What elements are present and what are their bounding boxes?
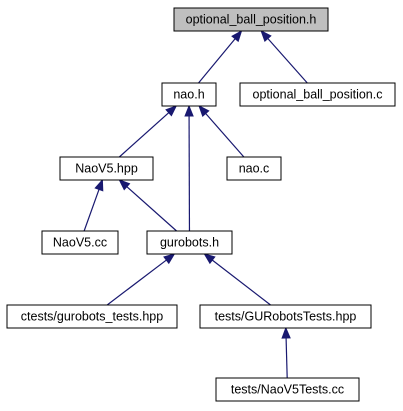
node-naov5-cc[interactable]: NaoV5.cc [41, 230, 119, 255]
node-label: tests/GURobotsTests.hpp [215, 310, 357, 324]
node-box [239, 82, 396, 107]
include-edge [118, 105, 178, 158]
arrowhead-icon [165, 105, 178, 117]
edge-line [106, 259, 167, 306]
edge-line [126, 186, 178, 232]
node-box [226, 156, 282, 181]
node-label: ctests/gurobots_tests.hpp [21, 310, 163, 324]
arrowhead-icon [231, 29, 243, 43]
node-box [59, 156, 154, 181]
arrowhead-icon [203, 253, 216, 265]
edge-line [211, 259, 271, 306]
node-box [161, 82, 217, 107]
include-edge [106, 253, 176, 306]
arrowhead-icon [163, 253, 176, 265]
node-naov5-hpp[interactable]: NaoV5.hpp [59, 156, 154, 181]
edges-layer [83, 29, 308, 379]
node-label: gurobots.h [160, 236, 219, 250]
include-edge [198, 104, 245, 158]
node-label: nao.c [239, 162, 270, 176]
node-box [199, 304, 372, 329]
node-box [146, 230, 233, 255]
node-tests-gurobotstests-hpp[interactable]: tests/GURobotsTests.hpp [199, 304, 372, 329]
include-edge [281, 326, 291, 379]
nodes-layer: optional_ball_position.h nao.h optional_… [6, 7, 396, 402]
edge-line [118, 112, 170, 158]
arrowhead-icon [184, 104, 194, 117]
node-box [173, 7, 329, 32]
edge-line [83, 189, 100, 232]
node-box [215, 377, 360, 402]
node-label: NaoV5.cc [53, 236, 107, 250]
edge-line [267, 38, 308, 84]
edge-line [198, 38, 236, 84]
include-edge [198, 29, 243, 84]
node-tests-naov5tests-cc[interactable]: tests/NaoV5Tests.cc [215, 377, 360, 402]
node-gurobots-h[interactable]: gurobots.h [146, 230, 233, 255]
node-label: tests/NaoV5Tests.cc [231, 383, 344, 397]
edge-line [205, 113, 245, 158]
node-ctests-gurobots-tests-hpp[interactable]: ctests/gurobots_tests.hpp [6, 304, 178, 329]
node-label: optional_ball_position.c [253, 88, 383, 102]
node-nao-c[interactable]: nao.c [226, 156, 282, 181]
node-box [6, 304, 178, 329]
node-label: NaoV5.hpp [75, 162, 138, 176]
include-edge [260, 29, 308, 84]
include-edge [203, 253, 271, 306]
include-edge [83, 178, 104, 232]
node-nao-h[interactable]: nao.h [161, 82, 217, 107]
arrowhead-icon [260, 29, 272, 43]
edge-line [285, 337, 288, 379]
include-edge [184, 104, 194, 232]
node-box [41, 230, 119, 255]
node-optional-ball-position-h[interactable]: optional_ball_position.h [173, 7, 329, 32]
arrowhead-icon [198, 104, 210, 118]
node-optional-ball-position-c[interactable]: optional_ball_position.c [239, 82, 396, 107]
arrowhead-icon [281, 326, 291, 339]
arrowhead-icon [118, 179, 131, 191]
node-label: optional_ball_position.h [186, 13, 317, 27]
include-edge [118, 179, 178, 232]
node-label: nao.h [173, 88, 204, 102]
arrowhead-icon [94, 178, 104, 192]
